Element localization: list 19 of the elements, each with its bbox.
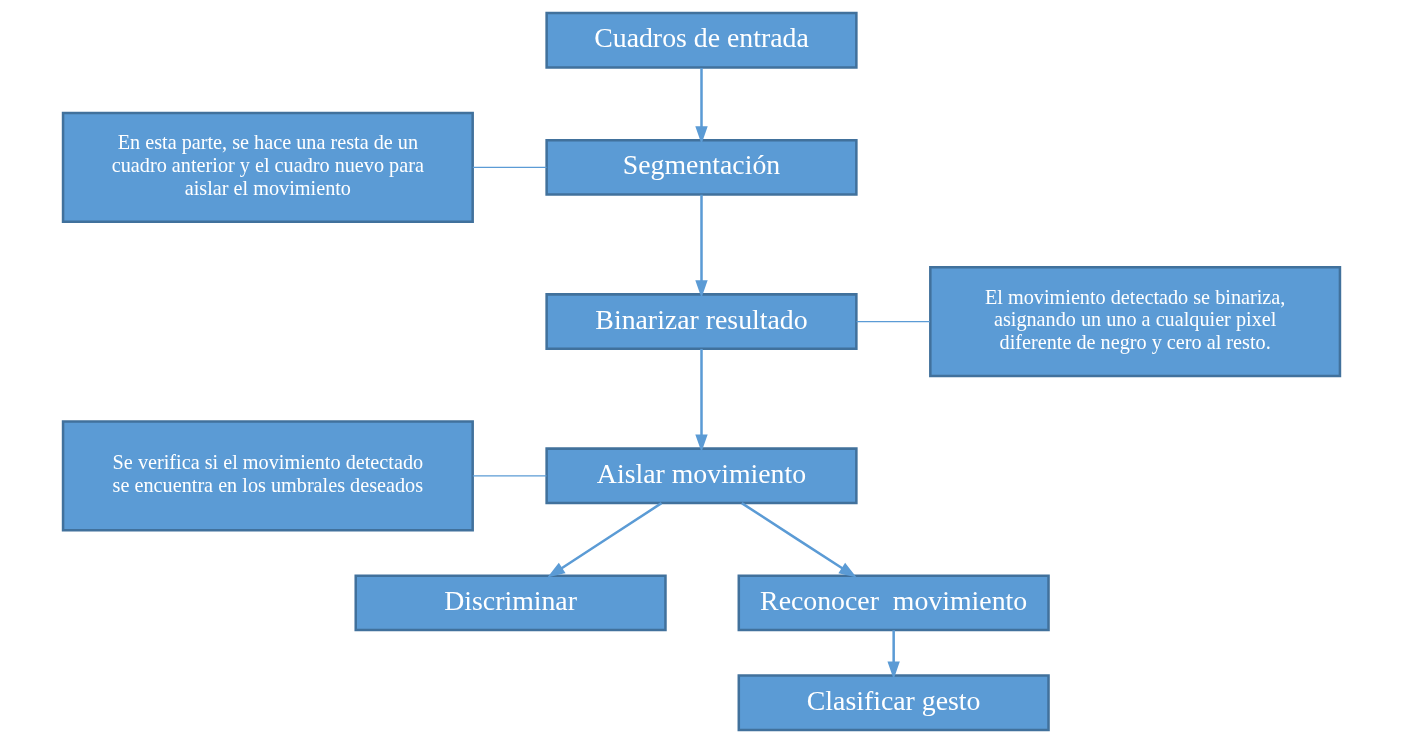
arrow xyxy=(741,502,857,578)
node-box: Cuadros de entrada xyxy=(545,11,858,69)
node-box: Segmentación xyxy=(545,138,858,196)
node-box: Discriminar xyxy=(354,574,667,632)
arrow xyxy=(695,348,708,453)
arrow xyxy=(695,194,708,298)
connector xyxy=(472,166,548,168)
arrow xyxy=(547,502,663,578)
node-box: El movimiento detectado se binariza, asignando un uno a cualquier pixel diferente de negro y cero al resto. xyxy=(929,265,1342,378)
connector xyxy=(855,320,931,323)
node-box: En esta parte, se hace una resta de un cuadro anterior y el cuadro nuevo para aislar el movimiento xyxy=(61,111,474,223)
arrow xyxy=(695,67,708,144)
node-box: Se verifica si el movimiento detectado se encuentra en los umbrales deseados xyxy=(61,420,474,532)
node-box: Binarizar resultado xyxy=(545,293,858,350)
arrow xyxy=(887,630,900,680)
node-box: Clasificar gesto xyxy=(737,674,1050,732)
node-box: Aislar movimiento xyxy=(545,447,858,505)
connector xyxy=(472,475,548,477)
node-box: Reconocer movimiento xyxy=(737,574,1050,632)
